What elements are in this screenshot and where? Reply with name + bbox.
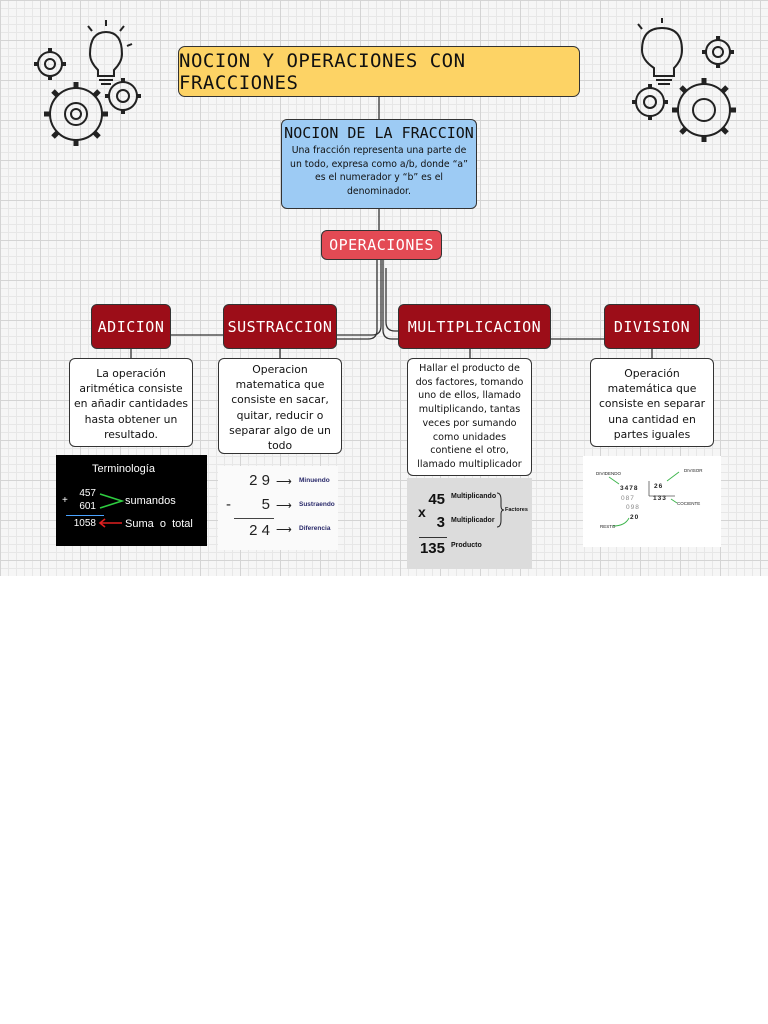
multiplication-product: 135 — [419, 540, 445, 557]
addition-label-addends: sumandos — [125, 495, 176, 507]
addition-sum-value: 1058 — [73, 518, 96, 529]
addition-arrows — [98, 493, 125, 528]
subtraction-minus-sign: - — [226, 496, 231, 513]
addition-plus-sign: + — [62, 495, 68, 506]
addition-heading: Terminología — [92, 463, 155, 475]
subtraction-example: 2 9 - 5 2 4 ⟶ ⟶ ⟶ Minuendo Sustraendo Di… — [218, 466, 338, 550]
subtraction-arrow-3: ⟶ — [276, 524, 292, 536]
factors-brace — [496, 492, 505, 528]
division-label-quotient: COCIENTE — [677, 501, 701, 506]
subtraction-arrow-2: ⟶ — [276, 500, 292, 512]
division-divisor: 26 — [654, 483, 664, 490]
subtraction-difference: 2 4 — [249, 522, 270, 539]
branch-text-division: Operación matemática que consiste en sep… — [590, 358, 714, 447]
addition-addend-2: 601 — [79, 501, 96, 512]
addition-sum-line — [66, 515, 104, 516]
branch-text-multiplication: Hallar el producto de dos factores, toma… — [407, 358, 532, 476]
branch-text-addition: La operación aritmética consiste en añad… — [69, 358, 193, 447]
notion-box: NOCION DE LA FRACCION Una fracción repre… — [281, 119, 477, 209]
notion-title: NOCION DE LA FRACCION — [284, 124, 474, 142]
division-label-divisor: DIVISOR — [684, 468, 703, 473]
subtraction-label-subtrahend: Sustraendo — [299, 501, 335, 508]
addition-label-sum: Suma o total — [125, 518, 193, 530]
subtraction-arrow-1: ⟶ — [276, 476, 292, 488]
lightbulb-gears-icon-right — [632, 18, 736, 142]
multiplication-label-multiplier: Multiplicador — [451, 517, 495, 524]
branch-title-subtraction: SUSTRACCION — [223, 304, 337, 349]
multiplication-line — [419, 537, 447, 538]
multiplication-multiplier: 3 — [436, 514, 445, 531]
division-partial-2: 098 — [626, 504, 640, 511]
subtraction-label-difference: Diferencia — [299, 525, 331, 532]
subtraction-label-minuend: Minuendo — [299, 477, 330, 484]
division-example: DIVIDENDO DIVISOR 3478 26 087 133 COCIEN… — [583, 456, 721, 547]
division-label-remainder: RESTO — [600, 524, 616, 529]
multiplication-example: x 45 3 135 Multiplicando Multiplicador P… — [407, 478, 532, 569]
connector-lines — [130, 97, 653, 358]
subtraction-line — [234, 518, 274, 519]
addition-example: Terminología + 457 601 1058 sumandos Sum… — [56, 455, 207, 546]
division-remainder: 20 — [630, 514, 640, 521]
addition-addend-1: 457 — [79, 488, 96, 499]
main-title: NOCION Y OPERACIONES CON FRACCIONES — [178, 46, 580, 97]
branch-title-multiplication: MULTIPLICACION — [398, 304, 551, 349]
subtraction-minuend: 2 9 — [249, 472, 270, 489]
multiplication-label-product: Producto — [451, 542, 482, 549]
notion-text: Una fracción representa una parte de un … — [290, 145, 468, 197]
division-dividend: 3478 — [620, 485, 639, 492]
operations-box: OPERACIONES — [321, 230, 442, 260]
division-partial-1: 087 — [621, 495, 635, 502]
branch-text-subtraction: Operacion matematica que consiste en sac… — [218, 358, 342, 454]
multiplication-label-factors: Factores — [505, 507, 528, 513]
multiplication-times-sign: x — [418, 504, 426, 520]
division-quotient: 133 — [653, 495, 667, 502]
branch-title-addition: ADICION — [91, 304, 171, 349]
lightbulb-gears-icon-left — [34, 20, 141, 146]
subtraction-subtrahend: 5 — [261, 496, 270, 513]
division-lines — [608, 471, 680, 527]
multiplication-multiplicand: 45 — [428, 491, 445, 508]
division-label-dividend: DIVIDENDO — [596, 471, 622, 476]
branch-title-division: DIVISION — [604, 304, 700, 349]
multiplication-label-multiplicand: Multiplicando — [451, 493, 497, 500]
